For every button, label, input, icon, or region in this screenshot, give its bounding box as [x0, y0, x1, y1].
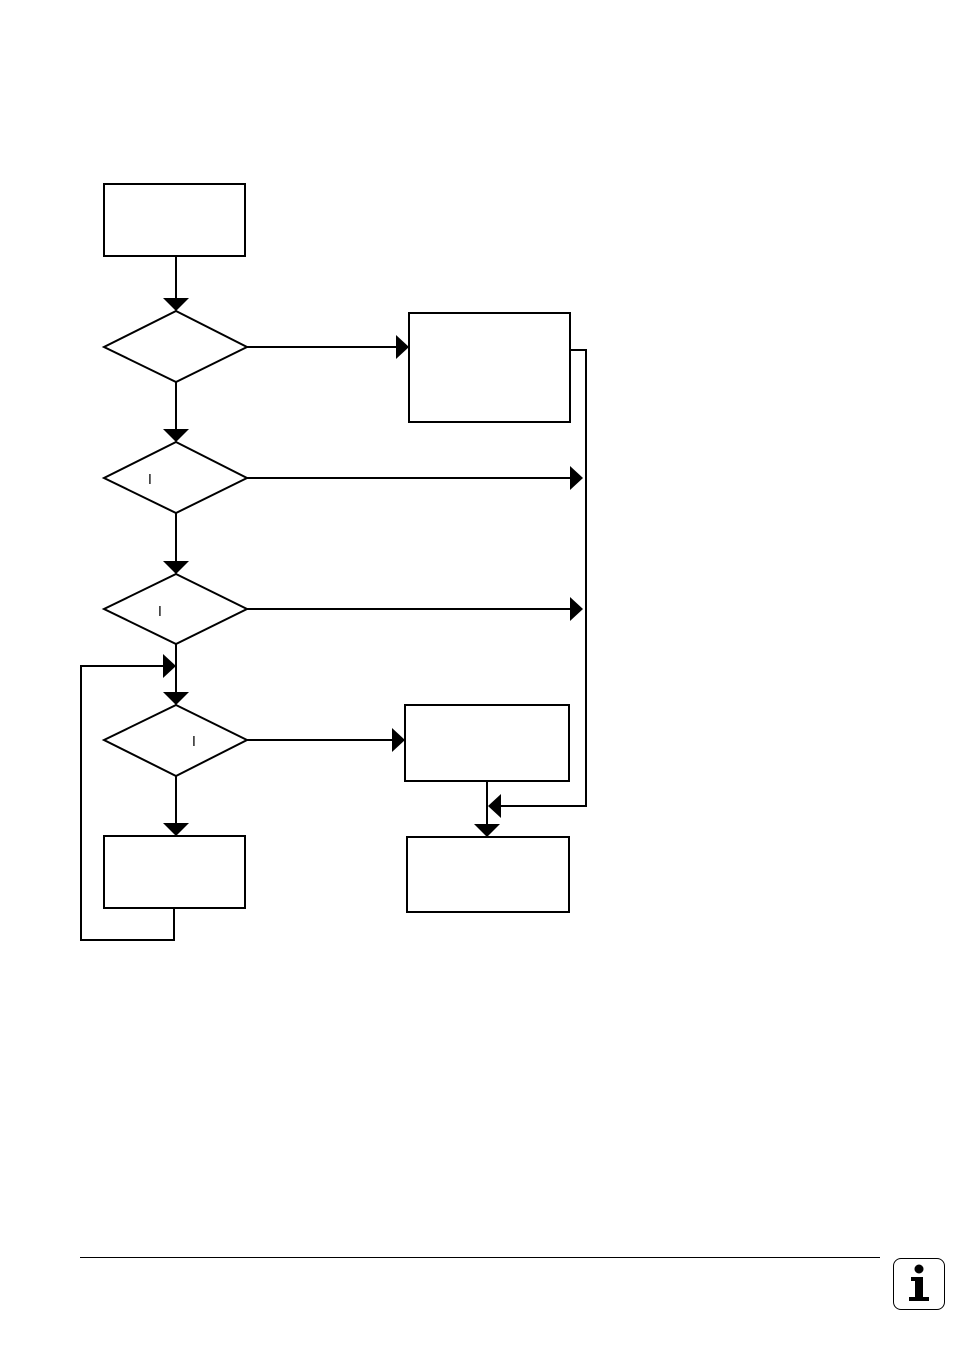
start-box — [103, 183, 246, 257]
decision-1 — [101, 309, 250, 384]
nodes — [101, 183, 571, 913]
decision-4-label: I — [192, 735, 196, 750]
decision-3-label: I — [158, 605, 162, 620]
arrowhead-right-collector-1 — [570, 466, 583, 490]
arrowhead-right-side-box-1 — [396, 335, 409, 359]
arrowhead-down-1 — [163, 298, 189, 311]
arrowhead-right-collector-2 — [570, 597, 583, 621]
side-box-2 — [404, 704, 570, 782]
arrowhead-down-end-box — [474, 824, 500, 837]
arrowhead-loop-in — [163, 654, 176, 678]
arrowhead-down-loop-box — [163, 823, 189, 836]
decision-3 — [101, 572, 250, 646]
decision-2 — [101, 440, 250, 515]
end-box — [406, 836, 570, 913]
edge-collector-line — [501, 349, 587, 807]
arrowhead-left-collector-return — [488, 794, 501, 818]
arrowhead-right-side-box-2 — [392, 728, 405, 752]
arrowhead-down-3 — [163, 561, 189, 574]
loop-box — [103, 835, 246, 909]
arrowhead-down-4 — [163, 692, 189, 705]
info-icon — [893, 1258, 945, 1310]
edge-loop-back — [80, 665, 175, 941]
decision-4 — [101, 703, 250, 778]
footer-rule — [80, 1257, 880, 1258]
side-box-1 — [408, 312, 571, 423]
node-labels: I I I — [148, 473, 196, 750]
connectors — [80, 256, 587, 941]
arrowheads — [163, 298, 583, 837]
arrowhead-down-2 — [163, 429, 189, 442]
decision-2-label: I — [148, 473, 152, 488]
